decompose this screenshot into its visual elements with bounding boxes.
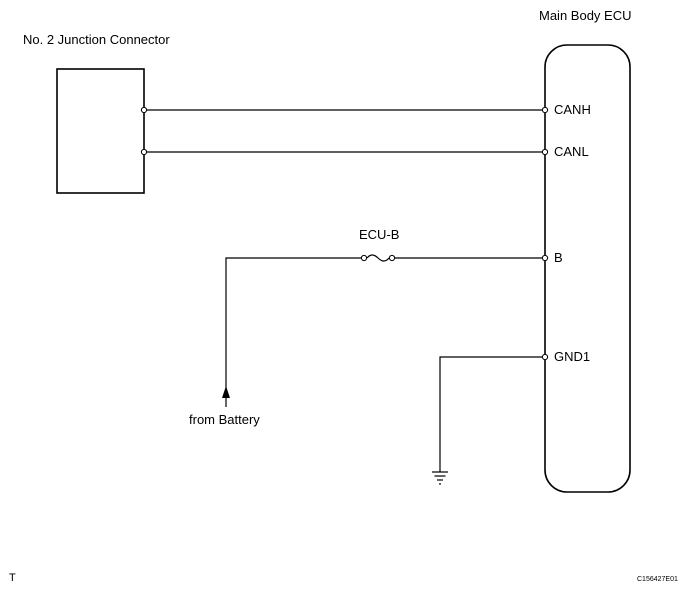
battery-arrow-icon [222, 386, 230, 398]
fuse-terminal-right [388, 254, 396, 262]
corner-mark: T [9, 572, 16, 584]
fuse-label: ECU-B [359, 227, 400, 242]
junction-terminal-canh [140, 106, 148, 114]
pin-label-b: B [554, 250, 563, 265]
main-body-ecu-label: Main Body ECU [539, 8, 632, 23]
battery-source-label: from Battery [189, 412, 260, 427]
junction-terminal-canl [140, 148, 148, 156]
ground-icon [432, 471, 448, 485]
ecu-terminal-canh [541, 106, 549, 114]
ecu-terminal-b [541, 254, 549, 262]
fuse-terminal-left [360, 254, 368, 262]
main-body-ecu-box [544, 44, 631, 493]
fuse-element [366, 254, 390, 262]
ecu-terminal-gnd1 [541, 353, 549, 361]
junction-connector-box [56, 68, 145, 194]
junction-connector-label: No. 2 Junction Connector [23, 32, 170, 47]
figure-code: C156427E01 [637, 576, 678, 583]
pin-label-gnd1: GND1 [554, 349, 591, 364]
pin-label-canl: CANL [554, 144, 589, 159]
ecu-terminal-canl [541, 148, 549, 156]
b-wire-left [225, 257, 364, 392]
gnd1-wire [439, 356, 545, 472]
pin-label-canh: CANH [554, 102, 591, 117]
